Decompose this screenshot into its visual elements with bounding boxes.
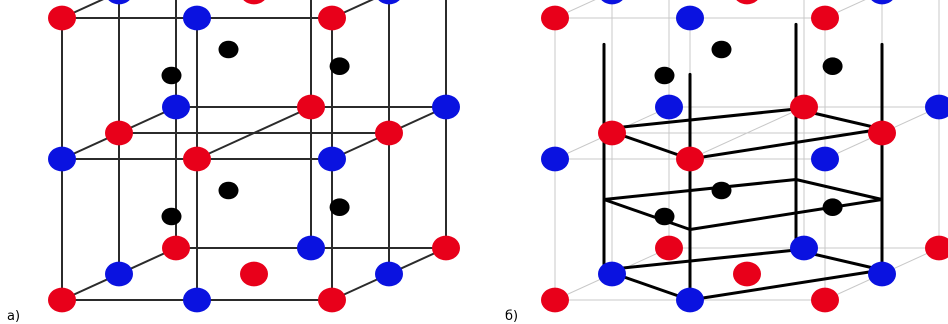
- blue-atom: [871, 0, 893, 5]
- black-atom: [329, 57, 350, 75]
- red-atom: [598, 120, 626, 146]
- red-atom: [318, 287, 346, 313]
- panel-a-label: а): [7, 309, 20, 324]
- hexagonal-cell-edge: [688, 198, 884, 231]
- panel-a-atoms: [48, 0, 460, 313]
- blue-atom: [790, 235, 818, 261]
- blue-atom: [183, 287, 211, 313]
- red-atom: [105, 120, 133, 146]
- blue-atom: [378, 0, 400, 5]
- blue-atom: [925, 94, 948, 120]
- blue-atom: [655, 94, 683, 120]
- blue-atom: [868, 261, 896, 287]
- panel-b-lattice: б): [505, 0, 948, 324]
- red-atom: [48, 5, 76, 31]
- red-atom: [676, 146, 704, 172]
- hexagonal-cell-edge: [794, 178, 884, 201]
- panel-b-label: б): [505, 309, 518, 324]
- hexagonal-cell-edge: [688, 127, 884, 161]
- blue-atom: [601, 0, 623, 5]
- black-atom: [218, 181, 239, 200]
- blue-atom: [676, 287, 704, 313]
- red-atom: [733, 261, 761, 287]
- red-atom: [375, 120, 403, 146]
- blue-atom: [318, 146, 346, 172]
- red-atom: [162, 235, 190, 261]
- blue-atom: [541, 146, 569, 172]
- panel-b-atoms: [541, 0, 948, 313]
- red-atom: [297, 94, 325, 120]
- hexagonal-cell-edge: [602, 198, 692, 231]
- red-atom: [240, 261, 268, 287]
- panel-a-bonds: [61, 0, 447, 301]
- blue-atom: [811, 146, 839, 172]
- red-atom: [868, 120, 896, 146]
- blue-atom: [162, 94, 190, 120]
- red-atom: [432, 235, 460, 261]
- bond-line: [554, 0, 596, 19]
- blue-atom: [375, 261, 403, 287]
- red-atom: [48, 287, 76, 313]
- red-atom: [541, 5, 569, 31]
- black-atom: [654, 66, 675, 85]
- black-atom: [161, 66, 182, 85]
- black-atom: [654, 207, 675, 226]
- blue-atom: [108, 0, 130, 5]
- bond-line: [824, 0, 866, 19]
- red-atom: [655, 235, 683, 261]
- bond-line: [331, 0, 374, 19]
- hexagonal-cell-edge: [602, 248, 798, 272]
- red-atom: [790, 94, 818, 120]
- bond-line: [61, 0, 104, 19]
- black-atom: [329, 198, 350, 216]
- black-atom: [822, 57, 843, 75]
- blue-atom: [48, 146, 76, 172]
- blue-atom: [105, 261, 133, 287]
- red-atom: [183, 146, 211, 172]
- black-atom: [822, 198, 843, 216]
- bond-line: [689, 106, 805, 160]
- panel-a-lattice: а): [7, 0, 460, 324]
- black-atom: [711, 181, 732, 200]
- red-atom: [811, 5, 839, 31]
- blue-atom: [676, 5, 704, 31]
- black-atom: [161, 207, 182, 226]
- blue-atom: [598, 261, 626, 287]
- blue-atom: [297, 235, 325, 261]
- red-atom: [318, 5, 346, 31]
- red-atom: [811, 287, 839, 313]
- red-atom: [243, 0, 265, 5]
- red-atom: [541, 287, 569, 313]
- black-atom: [218, 40, 239, 59]
- blue-atom: [183, 5, 211, 31]
- bond-line: [196, 106, 312, 160]
- hexagonal-cell-edge: [602, 178, 798, 201]
- blue-atom: [432, 94, 460, 120]
- red-atom: [925, 235, 948, 261]
- hexagonal-cell-edge: [688, 268, 884, 302]
- hexagonal-cell-edge: [602, 107, 798, 131]
- red-atom: [736, 0, 758, 5]
- panel-b-hexagonal-cell: [602, 22, 884, 302]
- black-atom: [711, 40, 732, 59]
